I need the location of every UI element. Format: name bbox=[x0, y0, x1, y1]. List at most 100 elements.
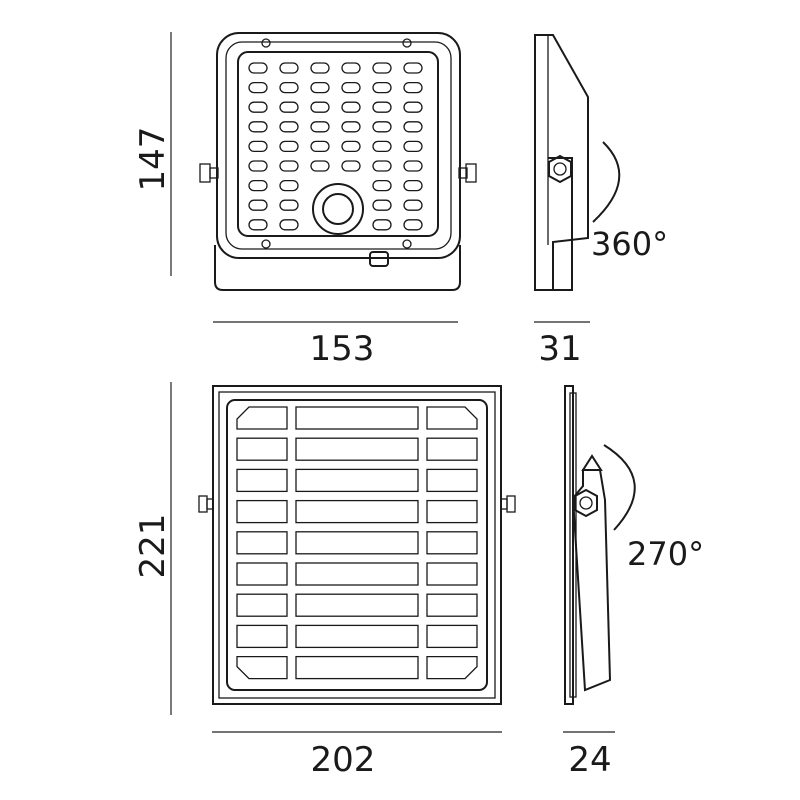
led-cell bbox=[248, 62, 268, 74]
led-cell bbox=[372, 140, 392, 153]
led-cell bbox=[403, 140, 423, 153]
panel-bolt-right bbox=[506, 495, 516, 513]
panel-bracket bbox=[571, 469, 612, 692]
led-cell bbox=[310, 101, 330, 113]
label-bottom-width: 202 bbox=[311, 740, 376, 780]
side-bracket bbox=[548, 157, 573, 291]
led-cell bbox=[310, 62, 330, 74]
solar-cell bbox=[426, 468, 478, 493]
led-cell bbox=[310, 140, 330, 153]
led-floodlight-front-view bbox=[199, 32, 477, 291]
solar-cell bbox=[295, 562, 419, 586]
led-cell bbox=[279, 160, 299, 172]
dimension-lines bbox=[170, 32, 615, 733]
side-bolt-left-nut bbox=[209, 167, 219, 179]
screw-top-left bbox=[261, 38, 271, 48]
bracket-top-knob bbox=[581, 454, 603, 471]
housing-inner bbox=[225, 41, 452, 250]
solar-cell bbox=[236, 593, 288, 617]
led-cell bbox=[310, 121, 330, 133]
led-cell bbox=[372, 101, 392, 113]
led-cell bbox=[248, 121, 268, 133]
led-cell bbox=[279, 121, 299, 133]
led-cell bbox=[248, 81, 268, 94]
solar-cell bbox=[236, 562, 288, 586]
led-cell bbox=[372, 81, 392, 94]
led-cell bbox=[341, 121, 361, 133]
side-bolt-right-nut bbox=[458, 167, 468, 179]
led-cell bbox=[341, 140, 361, 153]
solar-panel-side-view bbox=[564, 385, 636, 705]
side-bolt-left bbox=[199, 163, 211, 183]
led-cell bbox=[403, 199, 423, 211]
solar-cell bbox=[236, 468, 288, 493]
solar-cell bbox=[295, 655, 419, 680]
label-bottom-depth: 24 bbox=[568, 740, 611, 780]
led-cell bbox=[372, 219, 392, 231]
led-cell bbox=[372, 62, 392, 74]
solar-cell bbox=[236, 406, 288, 430]
solar-cell bbox=[295, 499, 419, 524]
label-bottom-height: 221 bbox=[133, 514, 173, 579]
panel-bolt-left bbox=[198, 495, 208, 513]
solar-cell bbox=[236, 531, 288, 555]
led-cell bbox=[248, 219, 268, 231]
led-cell bbox=[279, 81, 299, 94]
mount-bracket bbox=[214, 245, 461, 291]
panel-bolt-left-nut bbox=[206, 498, 214, 510]
side-housing bbox=[534, 34, 589, 291]
led-cell bbox=[372, 199, 392, 211]
solar-cell bbox=[426, 531, 478, 555]
solar-cell bbox=[295, 624, 419, 649]
led-cell bbox=[279, 219, 299, 231]
pivot-bolt-center bbox=[553, 162, 567, 176]
led-cell bbox=[403, 121, 423, 133]
screw-bottom-left bbox=[261, 239, 271, 249]
solar-cell bbox=[236, 499, 288, 524]
led-cell bbox=[248, 140, 268, 153]
motion-sensor-outer bbox=[312, 183, 364, 235]
panel-side-frame bbox=[564, 385, 574, 705]
led-cell bbox=[341, 81, 361, 94]
panel-frame-mid bbox=[218, 391, 496, 699]
led-cell bbox=[341, 101, 361, 113]
led-cell bbox=[279, 62, 299, 74]
led-cell bbox=[279, 140, 299, 153]
solar-cell bbox=[426, 499, 478, 524]
rotation-arc bbox=[592, 141, 621, 223]
housing-outer bbox=[216, 32, 461, 259]
solar-cell bbox=[295, 406, 419, 430]
label-top-width: 153 bbox=[310, 329, 375, 369]
panel-pivot-center bbox=[579, 496, 593, 510]
side-bolt-right bbox=[465, 163, 477, 183]
label-top-rotation: 360° bbox=[591, 225, 668, 263]
motion-sensor-lens bbox=[322, 193, 354, 225]
solar-cell bbox=[295, 437, 419, 461]
led-cell bbox=[372, 121, 392, 133]
solar-cell bbox=[426, 437, 478, 461]
panel-pivot-hex-bolt bbox=[574, 488, 598, 518]
led-grid bbox=[248, 62, 423, 231]
led-cell bbox=[403, 62, 423, 74]
led-cell bbox=[341, 62, 361, 74]
solar-cell bbox=[236, 655, 288, 680]
solar-cell bbox=[426, 562, 478, 586]
panel-frame-inner bbox=[226, 399, 488, 691]
led-cell bbox=[372, 179, 392, 192]
solar-panel-front-view bbox=[198, 385, 516, 705]
led-cell bbox=[403, 81, 423, 94]
led-cell bbox=[279, 199, 299, 211]
panel-frame-outer bbox=[212, 385, 502, 705]
led-cell bbox=[403, 160, 423, 172]
solar-cell bbox=[236, 624, 288, 649]
solar-cell bbox=[295, 593, 419, 617]
led-cell bbox=[248, 160, 268, 172]
led-cell bbox=[248, 199, 268, 211]
solar-cell bbox=[426, 624, 478, 649]
led-cell bbox=[341, 160, 361, 172]
solar-cell bbox=[426, 593, 478, 617]
label-top-depth: 31 bbox=[538, 329, 581, 369]
solar-cell bbox=[426, 406, 478, 430]
solar-cell bbox=[295, 531, 419, 555]
